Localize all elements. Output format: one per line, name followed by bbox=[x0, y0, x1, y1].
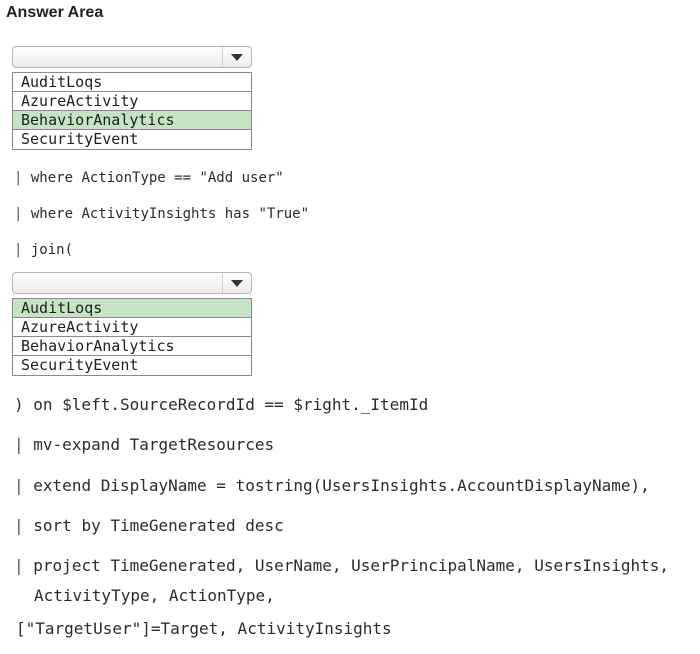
code-line-join: | join( bbox=[14, 242, 74, 258]
code-line-mv-expand: | mv-expand TargetResources bbox=[14, 435, 275, 454]
code-line-project: | project TimeGenerated, UserName, UserP… bbox=[14, 556, 670, 575]
code-line-project-cont: ActivityType, ActionType, bbox=[34, 586, 275, 605]
code-line-extend: | extend DisplayName = tostring(UsersIns… bbox=[14, 476, 650, 495]
option-behavioranalytics[interactable]: BehaviorAnalytics bbox=[13, 337, 251, 356]
table-select-2-toggle[interactable] bbox=[222, 273, 251, 293]
option-azureactivity[interactable]: AzureActivity bbox=[13, 318, 251, 337]
option-behavioranalytics[interactable]: BehaviorAnalytics bbox=[13, 111, 251, 130]
code-line-where-actiontype: | where ActionType == "Add user" bbox=[14, 170, 284, 186]
chevron-down-icon bbox=[231, 54, 243, 61]
chevron-down-icon bbox=[231, 280, 243, 287]
option-securityevent[interactable]: SecurityEvent bbox=[21, 130, 139, 148]
code-line-target-user: ["TargetUser"]=Target, ActivityInsights bbox=[16, 619, 392, 638]
table-select-1-toggle[interactable] bbox=[222, 47, 251, 67]
code-line-where-activityinsights: | where ActivityInsights has "True" bbox=[14, 206, 310, 222]
code-line-on-join-keys: ) on $left.SourceRecordId == $right._Ite… bbox=[14, 395, 429, 414]
option-azureactivity[interactable]: AzureActivity bbox=[13, 92, 251, 111]
table-select-1[interactable] bbox=[12, 46, 252, 68]
code-line-sort: | sort by TimeGenerated desc bbox=[14, 516, 284, 535]
option-auditloqs[interactable]: AuditLoqs bbox=[13, 299, 251, 318]
option-securityevent[interactable]: SecurityEvent bbox=[21, 356, 139, 374]
answer-area-title: Answer Area bbox=[6, 4, 104, 21]
table-select-2-options: AuditLoqs AzureActivity BehaviorAnalytic… bbox=[12, 298, 252, 376]
table-select-2[interactable] bbox=[12, 272, 252, 294]
option-auditloqs[interactable]: AuditLoqs bbox=[13, 73, 251, 92]
table-select-1-options: AuditLoqs AzureActivity BehaviorAnalytic… bbox=[12, 72, 252, 150]
